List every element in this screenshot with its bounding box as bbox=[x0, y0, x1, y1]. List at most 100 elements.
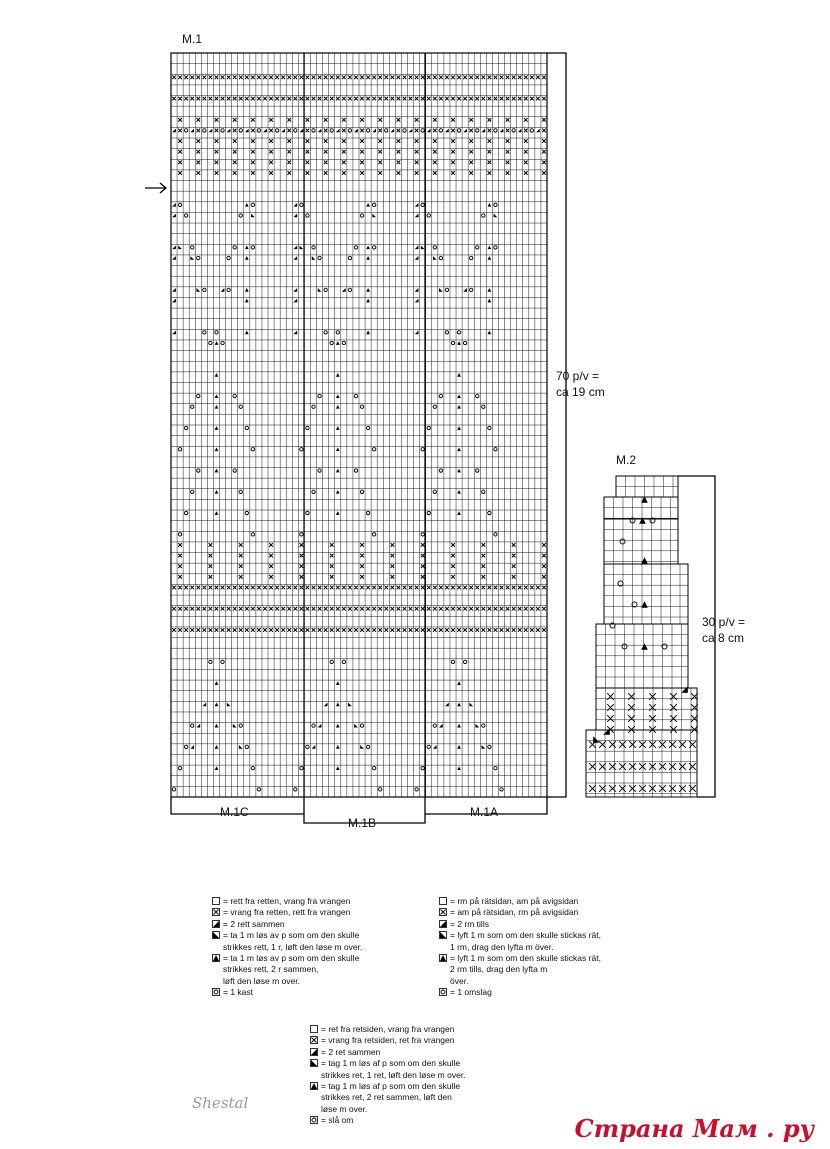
purl-symbol bbox=[396, 75, 401, 80]
legend-item: = 1 kast bbox=[212, 987, 362, 998]
sk2p-symbol bbox=[457, 745, 461, 749]
purl-symbol bbox=[177, 542, 183, 548]
k2tog-symbol bbox=[342, 288, 346, 292]
purl-symbol bbox=[481, 564, 486, 569]
purl-symbol bbox=[628, 740, 637, 749]
k2tog-symbol bbox=[681, 686, 688, 693]
legend-yo-icon bbox=[212, 988, 220, 997]
purl-symbol bbox=[688, 784, 697, 793]
k2tog-symbol bbox=[414, 213, 419, 218]
m2-step bbox=[603, 563, 689, 625]
purl-symbol bbox=[341, 170, 347, 176]
purl-symbol bbox=[359, 170, 365, 176]
sk2p-symbol bbox=[244, 245, 249, 250]
sk2p-symbol bbox=[457, 341, 461, 345]
purl-symbol bbox=[190, 585, 195, 590]
purl-symbol bbox=[214, 149, 219, 154]
k2tog-symbol bbox=[263, 128, 267, 133]
purl-symbol bbox=[341, 75, 347, 80]
yarn-over-symbol bbox=[311, 723, 316, 728]
purl-symbol bbox=[438, 606, 444, 611]
purl-symbol bbox=[598, 762, 607, 771]
purl-symbol bbox=[317, 585, 322, 590]
purl-symbol bbox=[511, 564, 516, 569]
purl-symbol bbox=[396, 170, 401, 176]
purl-symbol bbox=[450, 160, 456, 165]
sk2p-symbol bbox=[335, 394, 340, 398]
purl-symbol bbox=[541, 75, 547, 80]
purl-symbol bbox=[390, 606, 395, 611]
purl-symbol bbox=[668, 740, 677, 749]
sk2p-symbol bbox=[335, 468, 340, 473]
purl-symbol bbox=[177, 170, 183, 176]
purl-symbol bbox=[487, 585, 492, 590]
yarn-over-symbol bbox=[481, 404, 486, 409]
purl-symbol bbox=[183, 606, 189, 611]
purl-symbol bbox=[220, 75, 225, 80]
yarn-over-symbol bbox=[347, 255, 353, 261]
purl-symbol bbox=[390, 96, 395, 101]
purl-symbol bbox=[281, 627, 286, 633]
yarn-over-symbol bbox=[365, 425, 371, 431]
k2tog-symbol bbox=[603, 728, 610, 735]
purl-symbol bbox=[232, 606, 237, 611]
sk2p-symbol bbox=[214, 447, 219, 452]
yarn-over-symbol bbox=[232, 468, 237, 473]
legend-skp-icon bbox=[439, 931, 447, 940]
purl-symbol bbox=[353, 585, 359, 590]
yarn-over-symbol bbox=[529, 128, 534, 133]
yarn-over-symbol bbox=[475, 245, 480, 250]
sk2p-symbol bbox=[244, 330, 249, 335]
purl-symbol bbox=[220, 606, 225, 611]
purl-symbol bbox=[196, 96, 201, 101]
purl-symbol bbox=[669, 714, 678, 723]
purl-symbol bbox=[268, 627, 274, 633]
purl-symbol bbox=[541, 160, 547, 165]
purl-symbol bbox=[293, 96, 298, 101]
purl-symbol bbox=[517, 627, 522, 633]
purl-symbol bbox=[238, 627, 243, 633]
purl-symbol bbox=[511, 96, 516, 101]
purl-symbol bbox=[262, 606, 268, 611]
purl-symbol bbox=[214, 606, 219, 611]
skp-symbol bbox=[226, 702, 231, 707]
purl-symbol bbox=[390, 542, 395, 548]
yarn-over-symbol bbox=[317, 393, 322, 399]
sk2p-symbol bbox=[487, 203, 492, 207]
yarn-over-symbol bbox=[256, 128, 262, 133]
yarn-over-symbol bbox=[493, 245, 498, 250]
purl-symbol bbox=[487, 138, 492, 144]
yarn-over-symbol bbox=[617, 580, 624, 587]
purl-symbol bbox=[208, 553, 213, 558]
purl-symbol bbox=[244, 96, 249, 101]
yarn-over-symbol bbox=[177, 202, 183, 207]
k2tog-symbol bbox=[208, 128, 213, 133]
legend-text: = lyft 1 m som om den skulle stickas rät… bbox=[450, 953, 601, 986]
k2tog-symbol bbox=[172, 298, 176, 303]
sk2p-symbol bbox=[244, 288, 249, 292]
purl-symbol bbox=[444, 627, 450, 633]
skp-symbol bbox=[348, 702, 352, 707]
purl-symbol bbox=[426, 585, 431, 590]
sk2p-symbol bbox=[487, 245, 492, 250]
k2tog-symbol bbox=[445, 702, 449, 707]
sk2p-symbol bbox=[487, 298, 492, 303]
yarn-over-symbol bbox=[438, 255, 444, 261]
purl-symbol bbox=[618, 784, 627, 793]
purl-symbol bbox=[481, 96, 486, 101]
purl-symbol bbox=[658, 740, 667, 749]
purl-symbol bbox=[658, 784, 667, 793]
purl-symbol bbox=[469, 138, 474, 144]
purl-symbol bbox=[196, 606, 201, 611]
purl-symbol bbox=[305, 149, 310, 154]
purl-symbol bbox=[256, 75, 262, 80]
purl-symbol bbox=[541, 627, 547, 633]
legend-blank-icon bbox=[310, 1025, 318, 1033]
purl-symbol bbox=[414, 160, 419, 165]
section-label-m1c: M.1C bbox=[220, 805, 249, 819]
k2tog-symbol bbox=[414, 203, 419, 207]
purl-symbol bbox=[214, 627, 219, 633]
purl-symbol bbox=[432, 170, 437, 176]
purl-symbol bbox=[232, 585, 237, 590]
purl-symbol bbox=[450, 542, 456, 548]
